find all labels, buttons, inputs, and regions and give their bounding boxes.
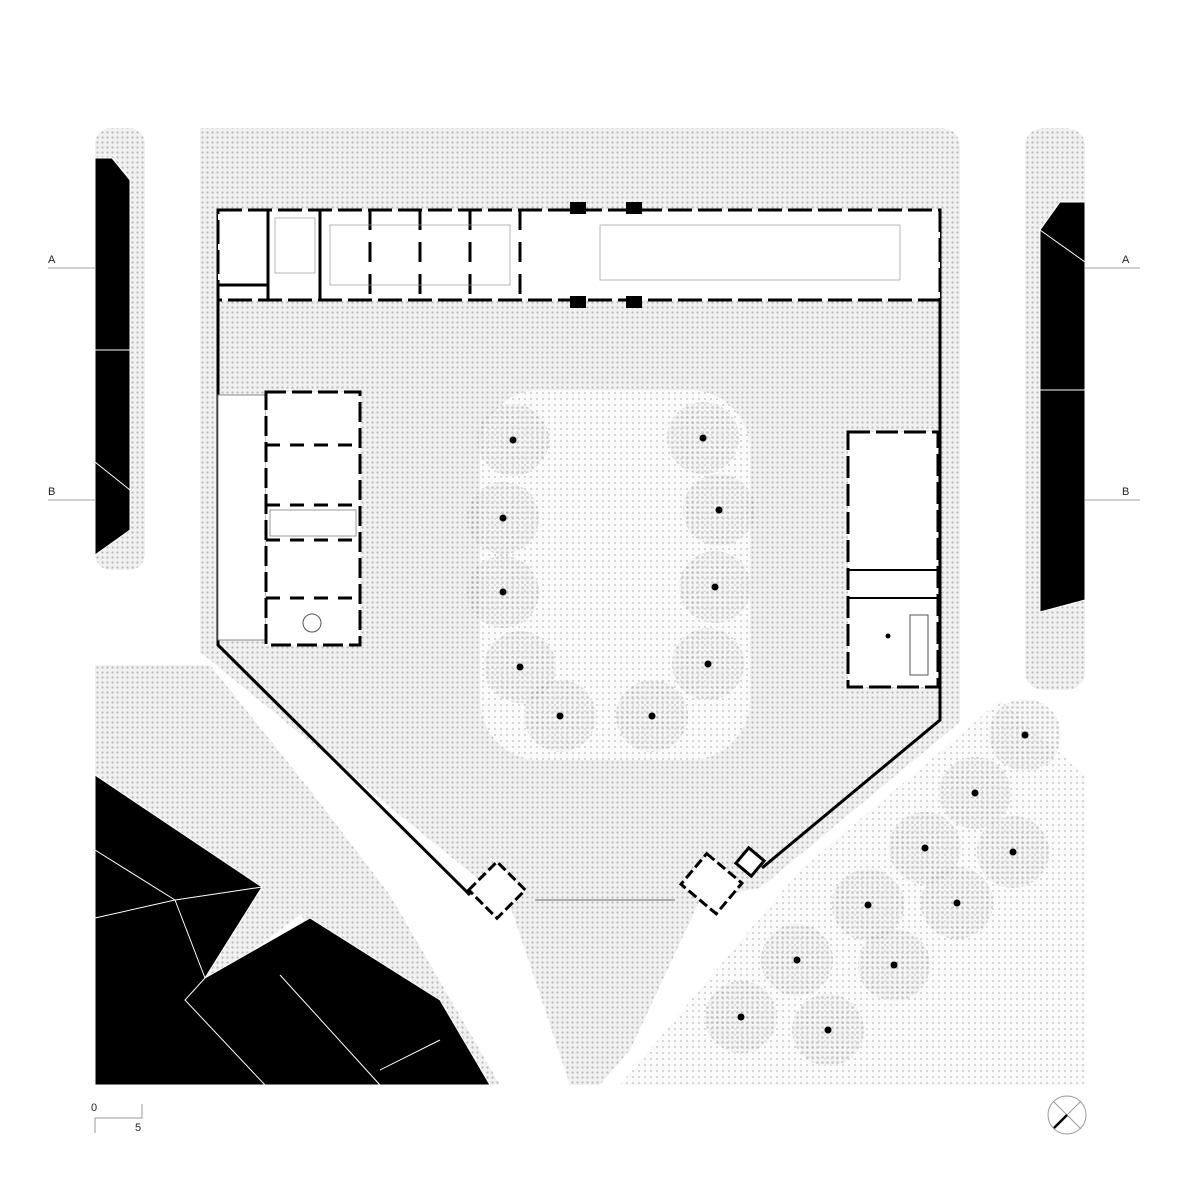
tree-trunk <box>921 844 929 852</box>
tree-trunk <box>793 956 801 964</box>
tree-trunk <box>711 583 719 591</box>
gatehouse-west <box>466 859 528 921</box>
tree-trunk <box>715 506 723 514</box>
tree-trunk <box>953 899 961 907</box>
tree-trunk <box>499 514 507 522</box>
section-label-b-right: B <box>1122 486 1130 498</box>
east-building <box>846 430 940 689</box>
tree-trunk <box>516 663 524 671</box>
tree-trunk <box>824 1026 832 1034</box>
tree-trunk <box>699 434 707 442</box>
north-wing-building <box>216 202 942 308</box>
building-south-block <box>184 917 491 1086</box>
boundary-wall-east <box>761 210 942 870</box>
tree-trunk <box>890 961 898 969</box>
tree-trunk <box>556 712 564 720</box>
tree-trunk <box>499 588 507 596</box>
tree-trunk <box>704 660 712 668</box>
west-building <box>217 390 362 647</box>
section-label-b-left: B <box>48 486 56 498</box>
tree-trunk <box>864 901 872 909</box>
gatehouse-east <box>678 851 745 916</box>
building-west-strip <box>94 157 131 556</box>
scale-end: 5 <box>135 1122 142 1134</box>
section-lines <box>48 267 1140 501</box>
scale-bar <box>94 1104 143 1133</box>
tree-trunk <box>648 712 656 720</box>
neighbour-buildings <box>94 157 1086 1086</box>
building-east-strip <box>1039 201 1086 613</box>
tree-trunk <box>971 789 979 797</box>
tree-trunk <box>737 1013 745 1021</box>
tree-trunk <box>1009 848 1017 856</box>
tree-trunk <box>1021 731 1029 739</box>
section-label-a-right: A <box>1122 254 1130 266</box>
trees <box>467 402 1061 1066</box>
boundary-wall <box>216 210 472 897</box>
section-label-a-left: A <box>48 254 56 266</box>
tree-trunk <box>509 436 517 444</box>
scale-start: 0 <box>91 1102 98 1114</box>
north-arrow-icon <box>1047 1095 1087 1135</box>
